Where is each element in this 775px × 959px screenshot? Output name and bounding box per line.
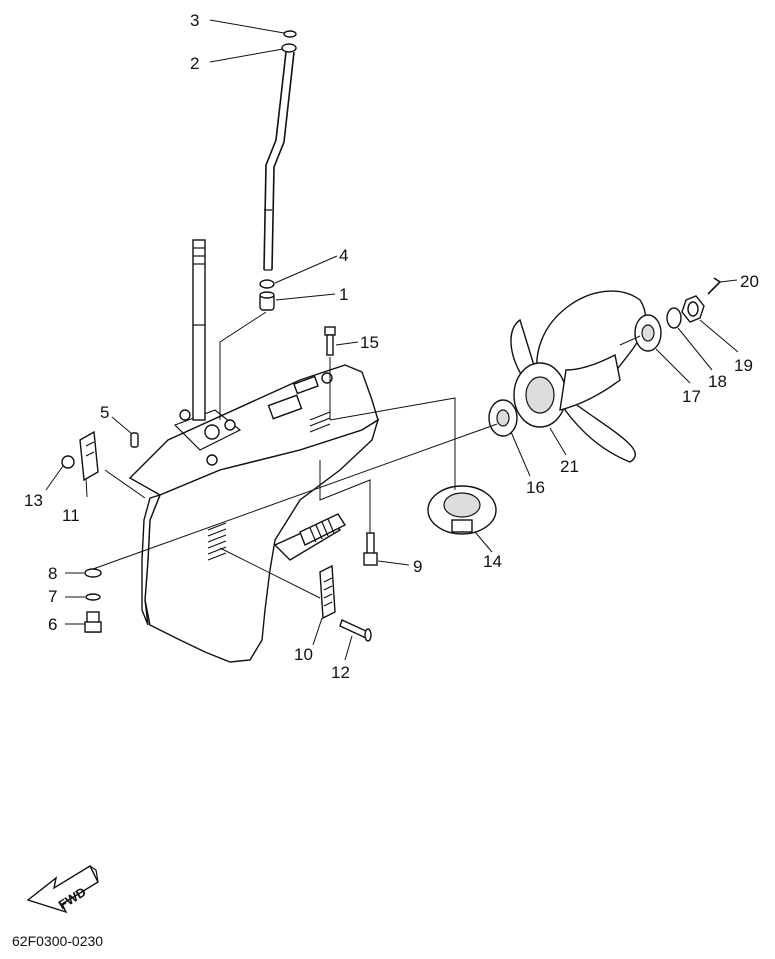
label-18: 18 — [708, 372, 727, 391]
label-20: 20 — [740, 272, 759, 291]
spacer-17 — [634, 314, 662, 352]
dowel-pin-5 — [130, 432, 139, 448]
seal-4 — [259, 279, 275, 289]
trim-tab-anode-10 — [319, 564, 336, 620]
spacer-16 — [488, 399, 518, 437]
screw-12 — [339, 619, 372, 642]
nut-13 — [61, 455, 75, 469]
label-3: 3 — [190, 11, 199, 30]
label-6: 6 — [48, 615, 57, 634]
label-16: 16 — [526, 478, 545, 497]
bolt-15 — [324, 326, 336, 356]
label-11: 11 — [62, 506, 80, 525]
label-13: 13 — [24, 491, 43, 510]
washer-2-top — [281, 43, 297, 53]
propeller-shaft-splines — [309, 518, 335, 543]
label-9: 9 — [413, 557, 422, 576]
leader-lines — [45, 19, 739, 661]
label-17: 17 — [682, 387, 701, 406]
label-12: 12 — [331, 663, 350, 682]
drawing-code: 62F0300-0230 — [12, 933, 103, 949]
washer-7 — [85, 593, 101, 601]
label-2: 2 — [190, 54, 199, 73]
label-21: 21 — [560, 457, 579, 476]
label-10: 10 — [294, 645, 313, 664]
label-14: 14 — [483, 552, 502, 571]
label-19: 19 — [734, 356, 753, 375]
label-4: 4 — [339, 246, 348, 265]
drive-shaft — [192, 239, 206, 421]
bolt-6 — [84, 611, 102, 633]
cotter-pin-20 — [707, 277, 722, 295]
propeller-21 — [510, 290, 647, 463]
label-15: 15 — [360, 333, 379, 352]
bolt-9 — [363, 532, 378, 566]
shift-rod — [263, 51, 295, 271]
washer-3 — [283, 30, 297, 38]
label-5: 5 — [100, 403, 109, 422]
label-1: 1 — [339, 285, 348, 304]
lower-casing — [128, 364, 380, 663]
forward-direction-arrow: FWD — [26, 865, 99, 914]
washer-18 — [666, 307, 682, 329]
water-inlet-grille — [207, 522, 227, 561]
thrust-holder-14 — [427, 485, 497, 535]
label-7: 7 — [48, 587, 57, 606]
label-8: 8 — [48, 564, 57, 583]
washer-8 — [84, 568, 102, 578]
anode-11 — [79, 430, 99, 482]
part-number-labels: 3 2 4 1 15 5 13 11 8 7 6 9 10 12 14 16 2… — [24, 11, 759, 682]
propeller-nut-19 — [681, 295, 705, 323]
